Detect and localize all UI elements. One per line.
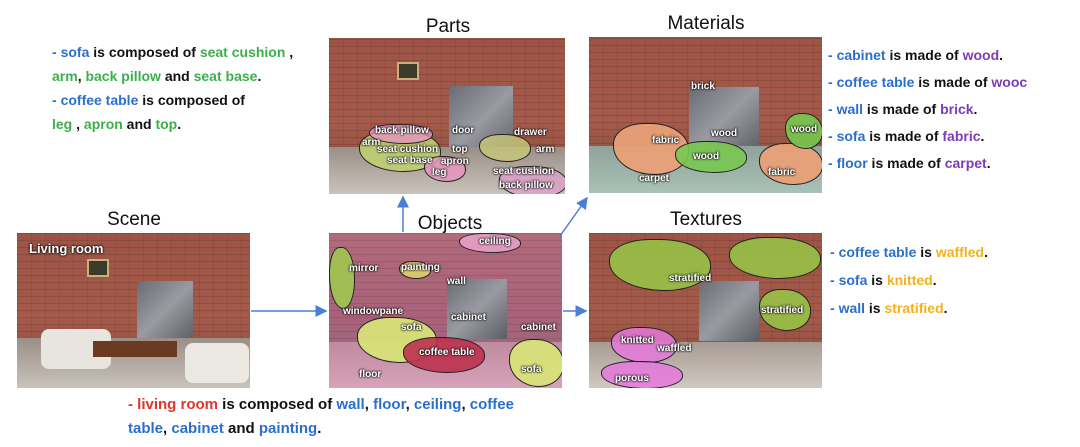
texture-name: knitted xyxy=(886,272,933,288)
object-name: sofa xyxy=(838,272,868,288)
object-name: table xyxy=(128,420,164,437)
arrow-objects-to-materials xyxy=(559,196,588,237)
textures-line: - sofa is knitted. xyxy=(830,272,937,288)
parts-label: arm xyxy=(536,144,555,155)
parts-label: arm xyxy=(362,137,381,148)
materials-line: - wall is made of brick. xyxy=(828,101,978,117)
texture-name: waffled xyxy=(935,244,985,260)
object-name: coffee table xyxy=(60,92,139,108)
object-name: ceiling xyxy=(413,396,462,413)
part-name: seat cushion xyxy=(199,44,286,60)
parts-image: back pillow door drawer arm seat cushion… xyxy=(329,38,565,194)
parts-label: drawer xyxy=(514,127,547,138)
materials-label: fabric xyxy=(652,135,680,146)
scene-name: living room xyxy=(137,396,219,413)
title-materials: Materials xyxy=(667,13,745,34)
objects-label: mirror xyxy=(349,263,379,274)
scene-line-2: table, cabinet and painting. xyxy=(128,420,322,437)
object-name: floor xyxy=(836,155,868,171)
object-name: painting xyxy=(258,420,318,437)
part-name: arm xyxy=(52,68,78,84)
material-name: carpet xyxy=(944,155,987,171)
scene-image: Living room xyxy=(17,233,250,388)
object-name: coffee xyxy=(469,396,514,413)
parts-label: back pillow xyxy=(499,180,553,191)
textures-line: - coffee table is waffled. xyxy=(830,244,988,260)
materials-label: carpet xyxy=(639,173,670,184)
part-name: seat base xyxy=(193,68,258,84)
material-name: wooc xyxy=(991,74,1028,90)
object-name: wall xyxy=(336,396,365,413)
textures-label: porous xyxy=(615,373,649,384)
objects-image: ceiling mirror painting wall windowpane … xyxy=(329,233,562,388)
scene-label: Living room xyxy=(29,241,104,256)
title-textures: Textures xyxy=(670,209,742,230)
objects-label: wall xyxy=(447,276,466,287)
parts-line-2: arm, back pillow and seat base. xyxy=(52,68,262,84)
parts-label: top xyxy=(452,144,468,155)
materials-line: - cabinet is made of wood. xyxy=(828,47,1004,63)
object-name: sofa xyxy=(836,128,866,144)
object-name: cabinet xyxy=(171,420,224,437)
object-name: coffee table xyxy=(836,74,915,90)
parts-line-1: - sofa is composed of seat cushion , xyxy=(52,44,294,60)
title-objects: Objects xyxy=(417,213,483,234)
parts-label: back pillow xyxy=(375,125,429,136)
part-name: apron xyxy=(83,116,123,132)
materials-label: wood xyxy=(711,128,738,139)
title-scene: Scene xyxy=(107,209,161,230)
parts-label: door xyxy=(452,125,475,136)
objects-label: ceiling xyxy=(479,236,511,247)
texture-name: stratified xyxy=(884,300,944,316)
object-name: cabinet xyxy=(836,47,886,63)
object-name: wall xyxy=(836,101,864,117)
objects-label: windowpane xyxy=(343,306,403,317)
parts-line-3: - coffee table is composed of xyxy=(52,92,245,108)
objects-label: cabinet xyxy=(521,322,557,333)
parts-label: seat cushion xyxy=(377,144,439,155)
part-name: leg xyxy=(52,116,73,132)
objects-label: floor xyxy=(359,369,382,380)
textures-image: stratified stratified knitted waffled po… xyxy=(589,233,822,388)
objects-label: painting xyxy=(401,262,440,273)
materials-label: fabric xyxy=(768,167,796,178)
materials-label: brick xyxy=(691,81,715,92)
materials-line: - coffee table is made of wooc xyxy=(828,74,1028,90)
parts-label: seat base xyxy=(387,155,433,166)
material-name: fabric xyxy=(942,128,981,144)
scene-description: - living room is composed of wall, floor… xyxy=(128,393,514,441)
material-name: wood xyxy=(962,47,1000,63)
parts-label: apron xyxy=(441,156,469,167)
material-name: brick xyxy=(940,101,974,117)
textures-description: - coffee table is waffled. - sofa is kni… xyxy=(830,238,988,322)
part-name: top xyxy=(155,116,178,132)
parts-line-4: leg , apron and top. xyxy=(52,116,182,132)
textures-label: knitted xyxy=(621,335,654,346)
objects-label: cabinet xyxy=(451,312,487,323)
objects-label: sofa xyxy=(401,322,422,333)
parts-label: leg xyxy=(432,167,447,178)
materials-description: - cabinet is made of wood. - coffee tabl… xyxy=(828,42,1078,177)
object-name: coffee table xyxy=(838,244,917,260)
textures-line: - wall is stratified. xyxy=(830,300,948,316)
objects-label: sofa xyxy=(521,364,542,375)
materials-label: wood xyxy=(693,151,720,162)
parts-description: - sofa is composed of seat cushion , arm… xyxy=(52,40,293,136)
textures-label: stratified xyxy=(669,273,712,284)
parts-label: seat cushion xyxy=(493,166,555,177)
object-name: floor xyxy=(373,396,406,413)
object-name: sofa xyxy=(60,44,90,60)
materials-label: wood xyxy=(791,124,818,135)
materials-line: - sofa is made of fabric. xyxy=(828,128,985,144)
objects-label: coffee table xyxy=(419,347,475,358)
part-name: back pillow xyxy=(85,68,161,84)
materials-line: - floor is made of carpet. xyxy=(828,155,991,171)
object-name: wall xyxy=(838,300,866,316)
materials-image: brick wood fabric wood wood carpet fabri… xyxy=(589,37,822,193)
title-parts: Parts xyxy=(425,16,471,37)
textures-label: waffled xyxy=(657,343,692,354)
scene-line-1: - living room is composed of wall, floor… xyxy=(128,396,514,413)
textures-label: stratified xyxy=(761,305,804,316)
